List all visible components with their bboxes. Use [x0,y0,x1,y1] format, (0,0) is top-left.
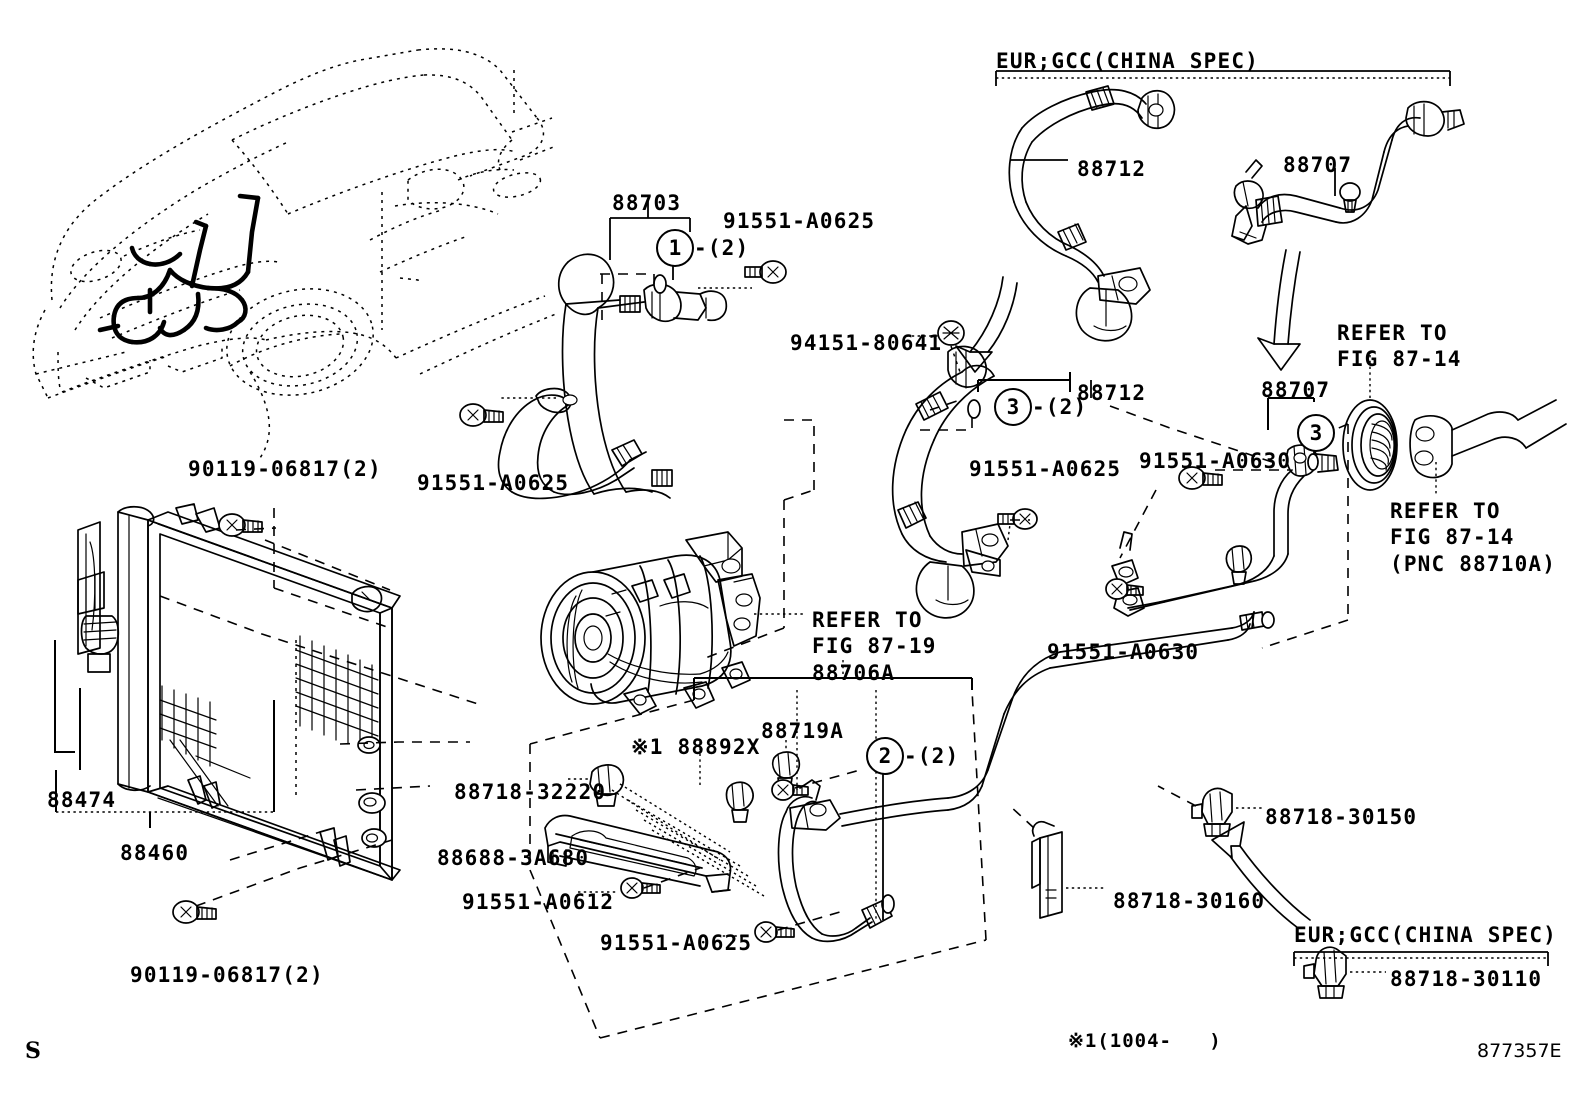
bracket-88688-3a680 [544,764,861,943]
hose-88712-top [955,85,1176,373]
bolt-91551-a0630-upper [1178,466,1223,490]
diagram-id: 877357E [1477,1040,1562,1062]
callout-qty-1: -(2) [694,236,750,260]
part-label-88688-3a680: 88688-3A680 [437,846,590,870]
callout-qty-3: -(2) [1032,395,1088,419]
part-label-refer-87-14-a: REFER TO FIG 87-14 [1337,321,1462,372]
part-label-88719a: 88719A [761,719,845,743]
footnote-note: ※1(1004- ) [1068,1030,1222,1052]
bolt-91551-a0612 [620,877,661,899]
part-label-91551-a0612: 91551-A0612 [462,890,615,914]
hose-88712-center [699,345,1071,661]
part-label-88712-top: 88712 [1077,157,1147,181]
clamp-88718-30160 [1009,805,1104,919]
part-label-94151-80641: 94151-80641 [790,331,943,355]
callout-1: 1 [656,229,694,267]
part-label-88718-30150: 88718-30150 [1265,805,1418,829]
part-label-88712-mid: 88712 [1077,381,1147,405]
part-label-91551-a0625-a: 91551-A0625 [723,209,876,233]
callout-3: 3 [994,388,1032,426]
group-header-eur-gcc-bottom: EUR;GCC(CHINA SPEC) [1294,923,1558,947]
part-label-88718-30160: 88718-30160 [1113,889,1266,913]
part-label-88718-32220: 88718-32220 [454,780,607,804]
part-label-91551-a0625-c: 91551-A0625 [417,471,570,495]
callout-3: 3 [1297,414,1335,452]
part-label-refer-87-19: REFER TO FIG 87-19 [812,608,937,659]
pipe-88706a [529,611,1275,1039]
clamp-88718-30150 [1157,785,1262,837]
pipe-88707-top [1231,100,1465,371]
bolt-91551-a0625-upper [744,260,787,284]
part-label-88474: 88474 [47,788,117,812]
part-label-91551-a0630-b: 91551-A0630 [1047,640,1200,664]
bolt-91551-a0625-left [459,403,504,427]
bolt-94151-80641 [906,320,965,373]
part-label-88892x: ※1 88892X [631,735,761,759]
group-header-eur-gcc-top: EUR;GCC(CHINA SPEC) [996,49,1260,73]
bolt-91551-a0625-bottom [754,921,795,943]
group-frames [609,70,1549,966]
callout-qty-2: -(2) [904,744,960,768]
clutch-pulley-8714 [1342,355,1567,496]
condenser-assembly [54,503,479,924]
sheet-mark: S [25,1038,43,1064]
bolt-91551-a0630-lower [1105,578,1144,600]
hose-88703 [557,253,787,499]
part-label-90119-06817-a: 90119-06817(2) [188,457,382,481]
vehicle-illustration [32,48,557,459]
part-label-91551-a0625-d: 91551-A0625 [600,931,753,955]
part-label-88707-mid: 88707 [1261,378,1331,402]
bolt-91551-a0625-center [997,508,1038,530]
part-label-88706a: 88706A [812,661,896,685]
pipe-short-left [459,387,647,500]
part-label-88703: 88703 [612,191,682,215]
part-label-refer-87-14-b: REFER TO FIG 87-14 (PNC 88710A) [1390,499,1557,576]
callout-2: 2 [866,737,904,775]
part-label-88460: 88460 [120,841,190,865]
part-label-91551-a0625-b: 91551-A0625 [969,457,1122,481]
pipe-88707-mid [1105,397,1349,649]
part-label-90119-06817-b: 90119-06817(2) [130,963,324,987]
part-label-88707-top: 88707 [1283,153,1353,177]
callout-stems [672,247,1315,920]
bolt-90119-bottom [172,900,217,924]
compressor-assembly [540,531,806,715]
bolt-callout2 [771,779,809,801]
part-label-88718-30110: 88718-30110 [1390,967,1543,991]
part-label-91551-a0630-a: 91551-A0630 [1139,449,1292,473]
bolt-90119-top [218,513,263,537]
